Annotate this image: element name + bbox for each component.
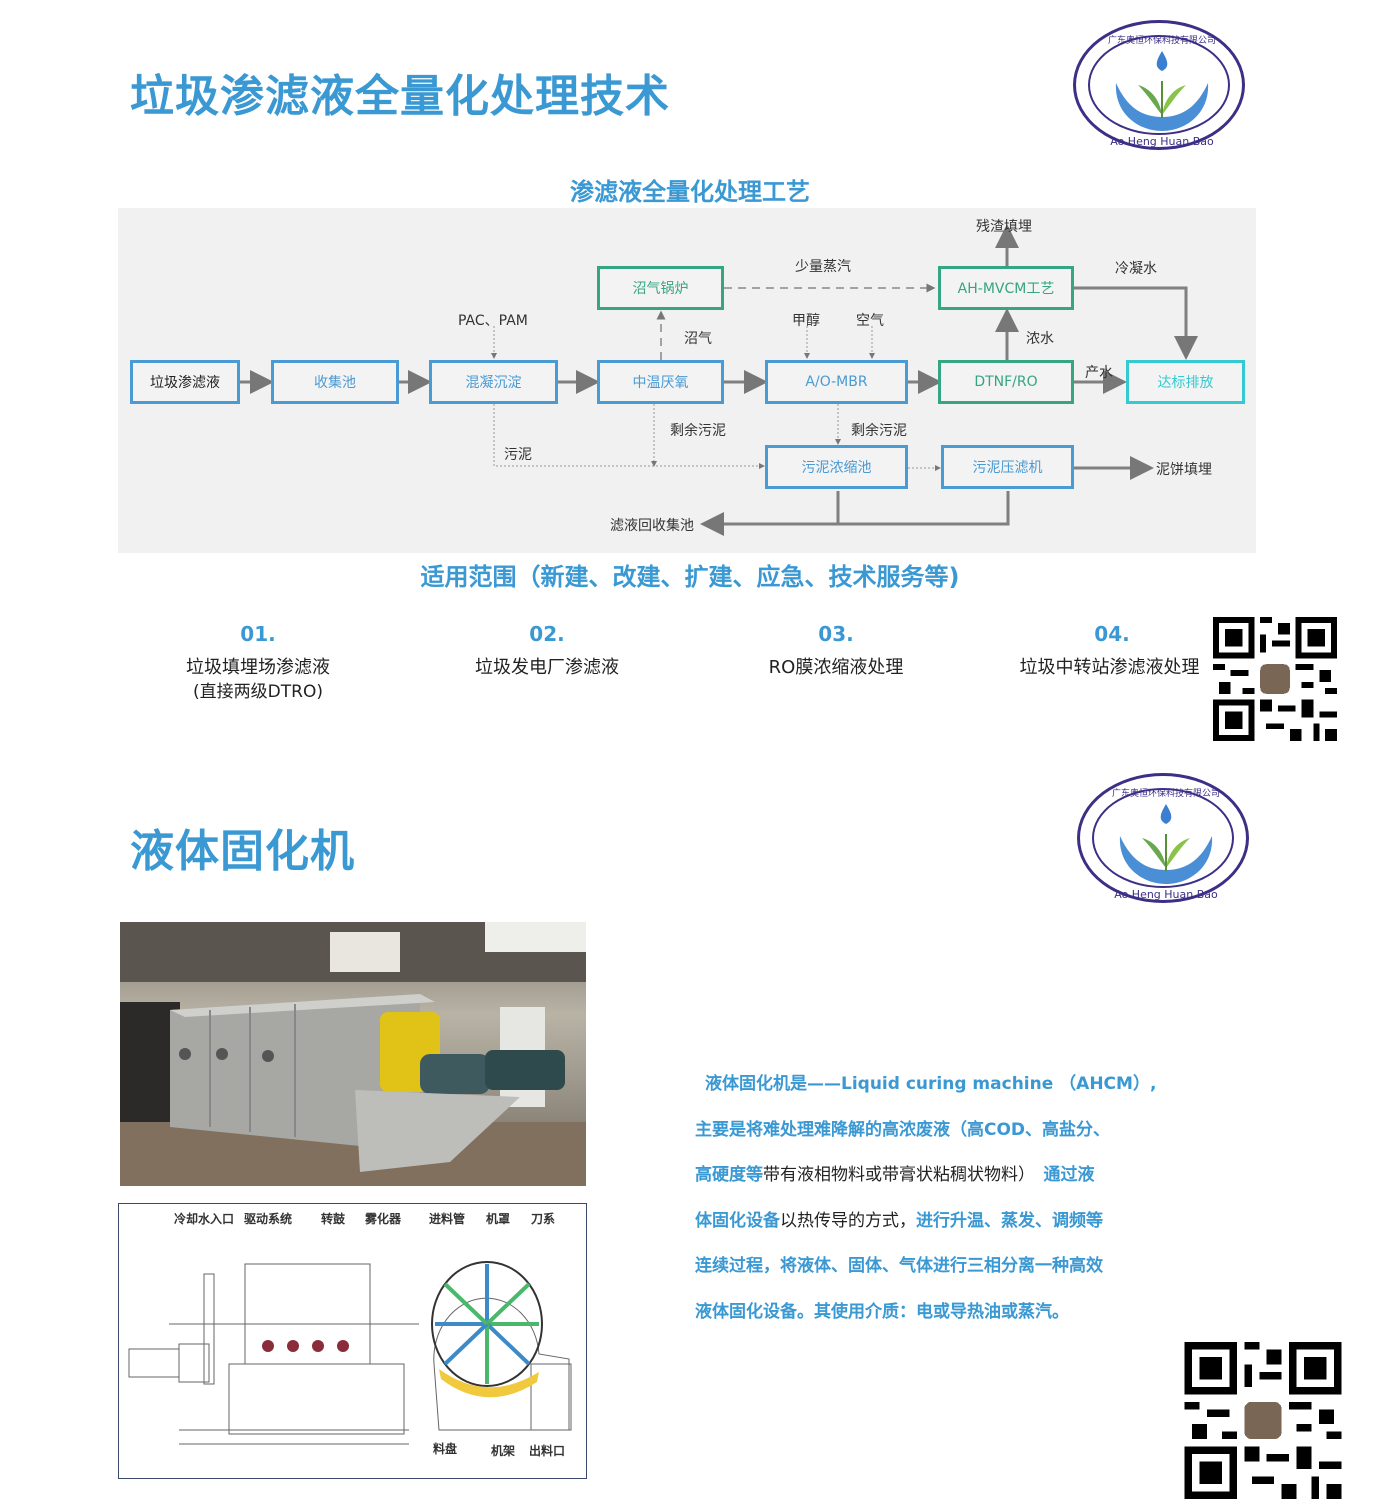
label-cake-landfill: 泥饼填埋 xyxy=(1156,462,1212,478)
diagram-label-cooling-water-inlet: 冷却水入口 xyxy=(174,1212,235,1226)
wechat-qr-code-icon[interactable] xyxy=(1184,1342,1342,1499)
svg-text:Ao Heng Huan Bao: Ao Heng Huan Bao xyxy=(1114,888,1218,901)
product-description: 液体固化机是——Liquid curing machine （AHCM）, 主要… xyxy=(695,1062,1195,1335)
description-line-6: 液体固化设备。其使用介质：电或导热油或蒸汽。 xyxy=(695,1301,1069,1322)
svg-text:广东奥恒环保科技有限公司: 广东奥恒环保科技有限公司 xyxy=(1108,34,1216,46)
label-product-water: 产水 xyxy=(1085,365,1113,381)
process-title: 渗滤液全量化处理工艺 xyxy=(570,178,810,206)
flow-box-ah-mvcm: AH-MVCM工艺 xyxy=(938,266,1074,310)
diagram-label-hood: 机罩 xyxy=(486,1212,511,1226)
company-logo: 广东奥恒环保科技有限公司 Ao Heng Huan Bao xyxy=(1073,20,1245,150)
company-logo: 广东奥恒环保科技有限公司 Ao Heng Huan Bao xyxy=(1077,773,1249,903)
description-line-4: 体固化设备以热传导的方式，进行升温、蒸发、调频等 xyxy=(695,1210,1103,1231)
scope-item-4: 04. 垃圾中转站渗滤液处理 xyxy=(1012,622,1212,680)
diagram-label-drive-system: 驱动系统 xyxy=(244,1212,293,1226)
label-air: 空气 xyxy=(856,313,884,329)
scope-item-number: 01. xyxy=(240,622,276,646)
machine-schematic xyxy=(128,1261,572,1445)
scope-item-number: 03. xyxy=(818,622,854,646)
scope-item-1: 01. 垃圾填埋场渗滤液 (直接两级DTRO) xyxy=(158,622,358,704)
label-little-steam: 少量蒸汽 xyxy=(795,259,851,275)
label-concentrate: 浓水 xyxy=(1026,331,1054,347)
diagram-label-tray: 料盘 xyxy=(433,1442,458,1456)
process-flow-diagram: 垃圾渗滤液 收集池 混凝沉淀 中温厌氧 A/O-MBR DTNF/RO 达标排放… xyxy=(118,208,1256,553)
label-condensate: 冷凝水 xyxy=(1115,261,1157,277)
flow-arrows xyxy=(240,224,1198,536)
label-excess-sludge-2: 剩余污泥 xyxy=(851,423,907,439)
scope-item-text: 垃圾发电厂渗滤液 xyxy=(475,657,619,678)
machine-structure-diagram: 冷却水入口 驱动系统 转鼓 雾化器 进料管 机罩 刀系 料盘 机架 出料口 xyxy=(118,1203,587,1479)
flow-box-sludge-thickener: 污泥浓缩池 xyxy=(765,445,908,489)
flow-box-leachate: 垃圾渗滤液 xyxy=(130,360,240,404)
label-excess-sludge-1: 剩余污泥 xyxy=(670,423,726,439)
scope-item-3: 03. RO膜浓缩液处理 xyxy=(736,622,936,680)
scope-item-number: 02. xyxy=(529,622,565,646)
label-methanol: 甲醇 xyxy=(792,313,820,329)
svg-text:广东奥恒环保科技有限公司: 广东奥恒环保科技有限公司 xyxy=(1112,787,1220,799)
scope-item-2: 02. 垃圾发电厂渗滤液 xyxy=(447,622,647,680)
label-biogas: 沼气 xyxy=(684,331,712,347)
scope-item-text: RO膜浓缩液处理 xyxy=(768,657,904,678)
diagram-label-atomizer: 雾化器 xyxy=(365,1212,402,1226)
scope-title: 适用范围（新建、改建、扩建、应急、技术服务等) xyxy=(420,563,960,591)
description-line-3: 高硬度等带有液相物料或带膏状粘稠状物料） 通过液 xyxy=(695,1165,1095,1185)
label-residue-landfill: 残渣填埋 xyxy=(976,219,1032,235)
flow-box-filter-press: 污泥压滤机 xyxy=(941,445,1074,489)
description-line-1: 液体固化机是——Liquid curing machine （AHCM）, xyxy=(705,1074,1157,1094)
flow-box-ao-mbr: A/O-MBR xyxy=(765,360,908,404)
label-pac-pam: PAC、PAM xyxy=(458,313,528,329)
flow-box-collection-pool: 收集池 xyxy=(271,360,399,404)
flow-box-discharge: 达标排放 xyxy=(1126,360,1245,404)
diagram-label-feed-pipe: 进料管 xyxy=(429,1212,466,1226)
diagram-label-outlet: 出料口 xyxy=(529,1444,566,1458)
flow-box-coagulation: 混凝沉淀 xyxy=(429,360,558,404)
label-sludge: 污泥 xyxy=(504,447,532,463)
scope-item-number: 04. xyxy=(1094,622,1130,646)
flow-box-biogas-boiler: 沼气锅炉 xyxy=(597,266,724,310)
scope-item-text: 垃圾填埋场渗滤液 xyxy=(186,657,330,678)
scope-item-subtext: (直接两级DTRO) xyxy=(193,682,323,702)
diagram-label-drum: 转鼓 xyxy=(321,1212,346,1226)
section-title-liquid-curing: 液体固化机 xyxy=(130,826,355,877)
machine-photo xyxy=(120,922,586,1186)
diagram-label-blade: 刀系 xyxy=(531,1212,556,1226)
wechat-qr-code-icon[interactable] xyxy=(1212,617,1338,741)
hands-leaf-water-drop-icon: 广东奥恒环保科技有限公司 Ao Heng Huan Bao xyxy=(1112,787,1220,901)
flow-box-anaerobic: 中温厌氧 xyxy=(597,360,724,404)
scope-item-text: 垃圾中转站渗滤液处理 xyxy=(1019,657,1200,678)
description-line-2: 主要是将难处理难降解的高浓废液（高COD、高盐分、 xyxy=(695,1119,1111,1140)
flow-box-dtnf-ro: DTNF/RO xyxy=(938,360,1074,404)
section-title-leachate: 垃圾渗滤液全量化处理技术 xyxy=(130,71,670,122)
label-filtrate-return: 滤液回收集池 xyxy=(610,518,694,534)
svg-text:Ao Heng Huan Bao: Ao Heng Huan Bao xyxy=(1110,135,1214,148)
hands-leaf-water-drop-icon: 广东奥恒环保科技有限公司 Ao Heng Huan Bao xyxy=(1108,34,1216,148)
diagram-label-frame: 机架 xyxy=(491,1444,516,1458)
description-line-5: 连续过程，将液体、固体、气体进行三相分离一种高效 xyxy=(695,1256,1103,1276)
